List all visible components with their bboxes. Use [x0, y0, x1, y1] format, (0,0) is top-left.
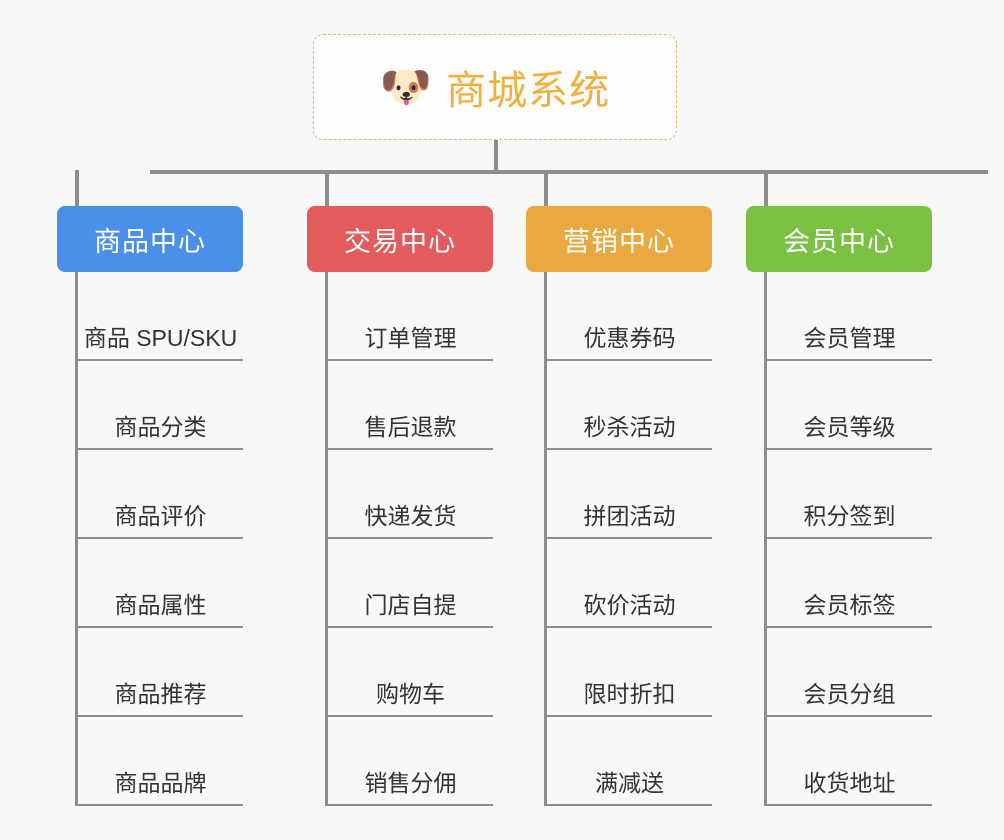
leaf-item[interactable]: 砍价活动	[547, 539, 712, 628]
leaf-item[interactable]: 会员标签	[767, 539, 932, 628]
leaf-item[interactable]: 商品评价	[78, 450, 243, 539]
root-title: 商城系统	[446, 69, 611, 113]
leaf-item-label: 商品推荐	[114, 680, 207, 707]
leaf-item-label: 商品 SPU/SKU	[83, 324, 238, 351]
leaf-item-label: 优惠券码	[583, 324, 676, 351]
branch-header-label: 会员中心	[783, 226, 895, 257]
leaf-item[interactable]: 快递发货	[328, 450, 493, 539]
branch-product-center: 商品中心商品 SPU/SKU 商品分类商品评价商品属性商品推荐商品品牌	[57, 206, 243, 806]
branch-trade-center: 交易中心订单管理售后退款快递发货门店自提购物车销售分佣	[307, 206, 493, 806]
branch-member-center: 会员中心会员管理会员等级积分签到会员标签会员分组收货地址	[746, 206, 932, 806]
leaf-item[interactable]: 商品属性	[78, 539, 243, 628]
leaf-item[interactable]: 商品品牌	[78, 717, 243, 806]
leaf-item-label: 会员等级	[803, 413, 896, 440]
leaf-item[interactable]: 会员管理	[767, 272, 932, 361]
connector-drop-trade-center	[325, 170, 329, 206]
leaf-item[interactable]: 会员等级	[767, 361, 932, 450]
connector-drop-product-center	[75, 170, 79, 206]
leaf-item-label: 商品属性	[114, 591, 207, 618]
branch-header-product-center[interactable]: 商品中心	[57, 206, 243, 272]
leaf-item[interactable]: 订单管理	[328, 272, 493, 361]
leaf-item-label: 售后退款	[364, 413, 457, 440]
leaf-item-label: 满减送	[595, 769, 664, 796]
leaf-item-label: 会员标签	[803, 591, 896, 618]
leaf-item[interactable]: 购物车	[328, 628, 493, 717]
leaf-list-marketing-center: 优惠券码秒杀活动拼团活动砍价活动限时折扣满减送	[544, 272, 712, 806]
leaf-item-label: 砍价活动	[583, 591, 676, 618]
connector-horizontal-bus	[150, 170, 988, 174]
leaf-item[interactable]: 会员分组	[767, 628, 932, 717]
branch-marketing-center: 营销中心优惠券码秒杀活动拼团活动砍价活动限时折扣满减送	[526, 206, 712, 806]
leaf-item-label: 订单管理	[364, 324, 457, 351]
leaf-item[interactable]: 拼团活动	[547, 450, 712, 539]
root-node[interactable]: 🐶 商城系统	[313, 34, 677, 140]
leaf-item-label: 销售分佣	[364, 769, 457, 796]
leaf-item-label: 快递发货	[364, 502, 457, 529]
branch-header-label: 交易中心	[344, 226, 456, 257]
branch-header-label: 商品中心	[94, 226, 206, 257]
leaf-item-label: 收货地址	[803, 769, 896, 796]
branch-header-label: 营销中心	[563, 226, 675, 257]
leaf-item[interactable]: 商品推荐	[78, 628, 243, 717]
connector-drop-member-center	[764, 170, 768, 206]
leaf-item-label: 门店自提	[364, 591, 457, 618]
leaf-item[interactable]: 商品 SPU/SKU	[78, 272, 243, 361]
leaf-list-product-center: 商品 SPU/SKU 商品分类商品评价商品属性商品推荐商品品牌	[75, 272, 243, 806]
leaf-item-label: 限时折扣	[583, 680, 676, 707]
leaf-item[interactable]: 售后退款	[328, 361, 493, 450]
connector-drop-marketing-center	[544, 170, 548, 206]
branch-header-trade-center[interactable]: 交易中心	[307, 206, 493, 272]
leaf-item-label: 会员管理	[803, 324, 896, 351]
connector-root-stem	[494, 140, 498, 173]
leaf-item-label: 购物车	[376, 680, 445, 707]
leaf-item[interactable]: 商品分类	[78, 361, 243, 450]
leaf-item-label: 商品分类	[114, 413, 207, 440]
shiba-dog-face-icon: 🐶	[379, 63, 433, 110]
leaf-item-label: 商品评价	[114, 502, 207, 529]
leaf-item[interactable]: 优惠券码	[547, 272, 712, 361]
leaf-item[interactable]: 积分签到	[767, 450, 932, 539]
branch-header-marketing-center[interactable]: 营销中心	[526, 206, 712, 272]
leaf-item[interactable]: 满减送	[547, 717, 712, 806]
leaf-item-label: 拼团活动	[583, 502, 676, 529]
leaf-item-label: 秒杀活动	[583, 413, 676, 440]
leaf-item-label: 会员分组	[803, 680, 896, 707]
leaf-item-label: 积分签到	[803, 502, 896, 529]
branch-header-member-center[interactable]: 会员中心	[746, 206, 932, 272]
leaf-item[interactable]: 秒杀活动	[547, 361, 712, 450]
leaf-list-trade-center: 订单管理售后退款快递发货门店自提购物车销售分佣	[325, 272, 493, 806]
leaf-item[interactable]: 限时折扣	[547, 628, 712, 717]
leaf-item[interactable]: 收货地址	[767, 717, 932, 806]
leaf-item[interactable]: 销售分佣	[328, 717, 493, 806]
leaf-item[interactable]: 门店自提	[328, 539, 493, 628]
leaf-list-member-center: 会员管理会员等级积分签到会员标签会员分组收货地址	[764, 272, 932, 806]
leaf-item-label: 商品品牌	[114, 769, 207, 796]
